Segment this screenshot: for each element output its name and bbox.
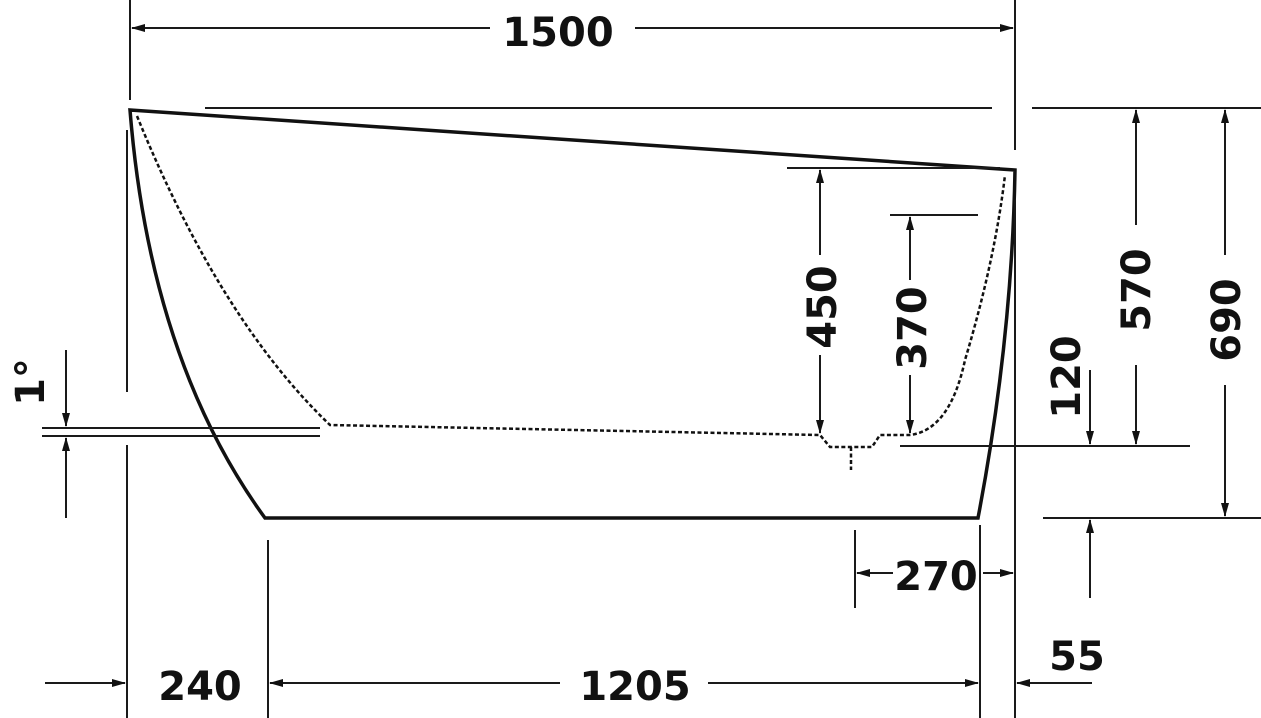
dimension-label-120: 120 (1044, 335, 1090, 419)
extension-lines (42, 0, 1261, 718)
dimension-label-570: 570 (1114, 248, 1160, 332)
dimension-label-370: 370 (890, 286, 936, 370)
dimension-base: 240 1205 (45, 664, 979, 710)
dimension-drain-height: 120 (1044, 335, 1094, 445)
dimension-label-1205: 1205 (579, 664, 690, 710)
dimension-label-450: 450 (800, 265, 846, 349)
dimension-drain-offset: 270 (856, 554, 1014, 600)
dimension-label-240: 240 (158, 664, 242, 710)
dimension-label-270: 270 (894, 554, 978, 600)
dimension-height-570: 570 (1114, 109, 1160, 445)
bathtub-inner-contour (135, 115, 1007, 470)
dimension-inner-depth: 450 (800, 169, 846, 434)
dimension-label-55: 55 (1049, 634, 1105, 680)
dimension-slope: 1° (8, 350, 70, 518)
dimension-label-690: 690 (1204, 278, 1250, 362)
dimension-water-depth: 370 (890, 216, 936, 434)
dimension-label-1500: 1500 (502, 10, 613, 56)
dimension-label-1-degree: 1° (8, 358, 54, 406)
dimension-right-overhang: 55 (1016, 519, 1105, 687)
dimension-height-690: 690 (1204, 109, 1250, 517)
dimension-overall-length: 1500 (131, 10, 1014, 56)
bathtub-outline (128, 108, 1017, 520)
